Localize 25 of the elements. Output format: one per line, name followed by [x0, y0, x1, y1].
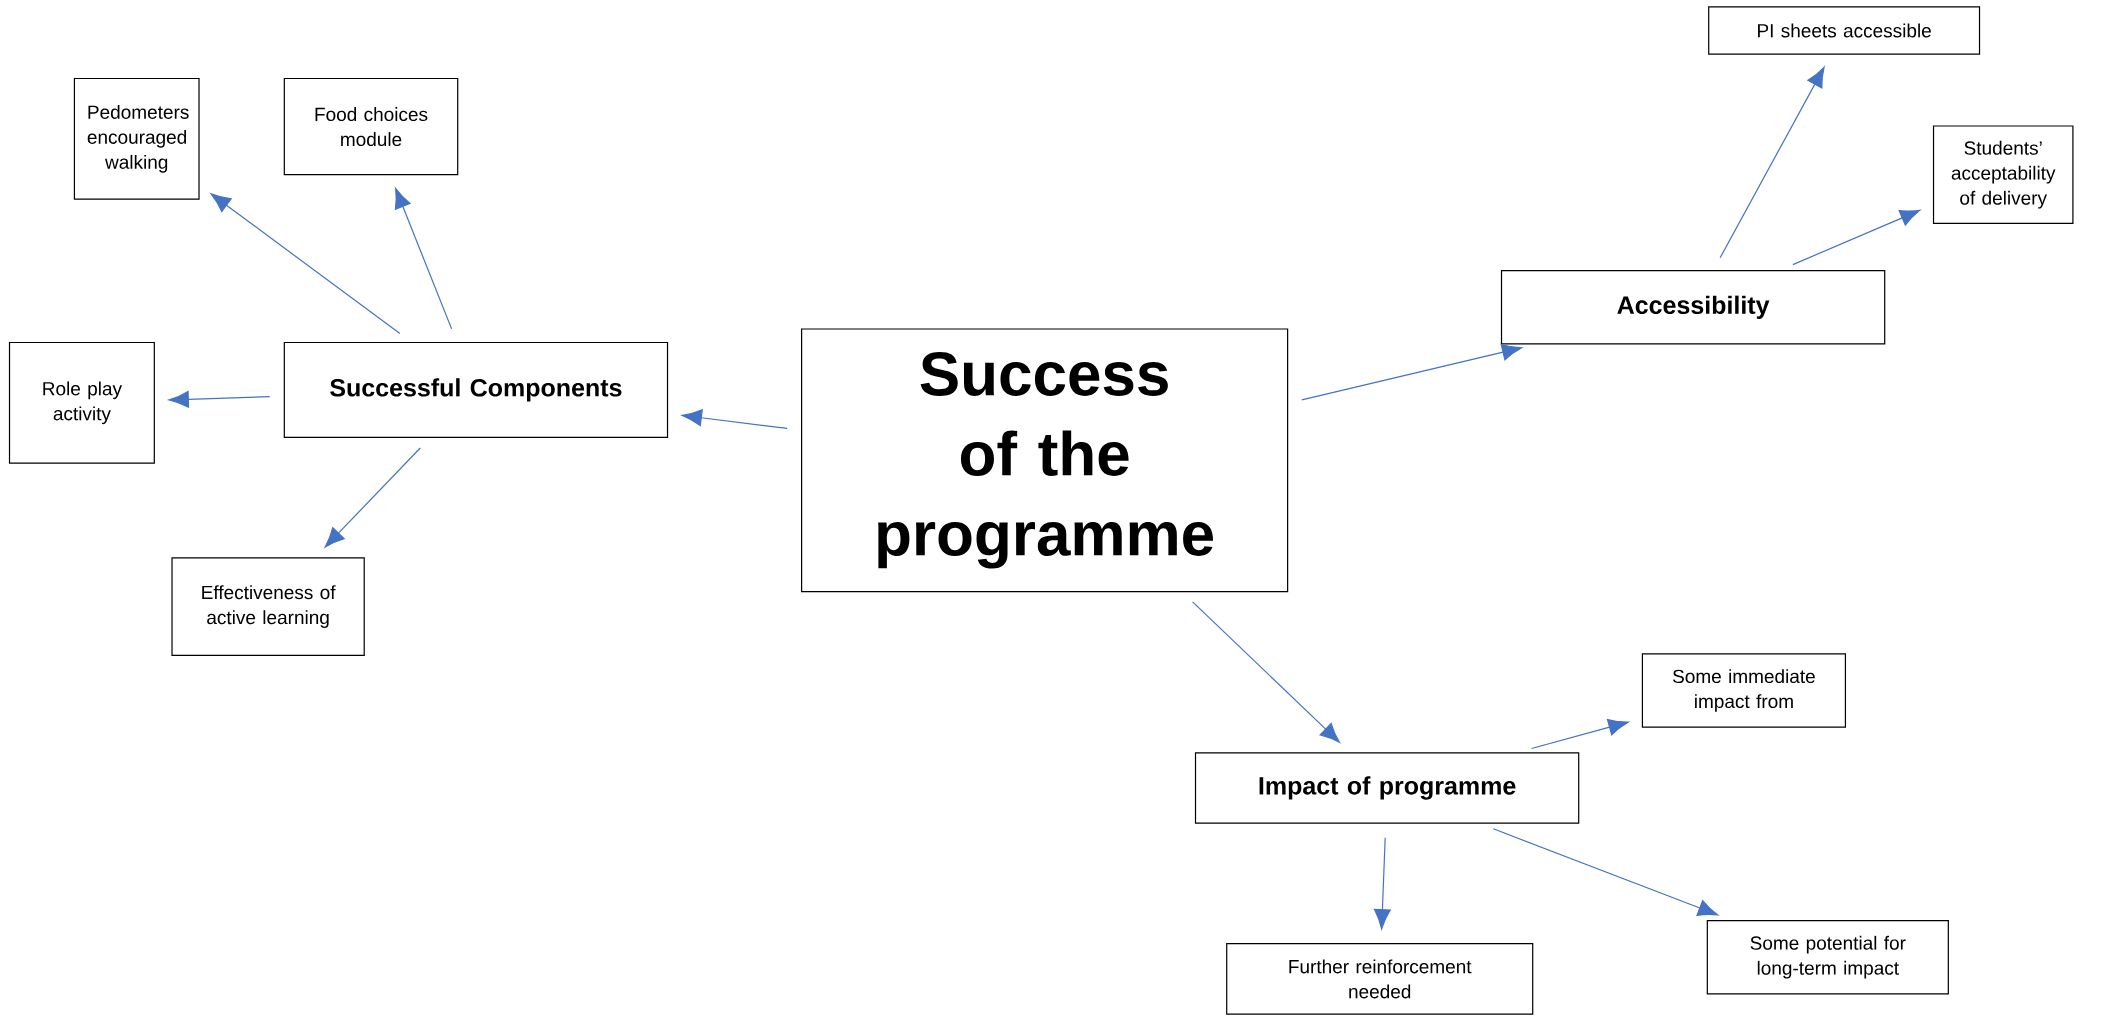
arrow: [210, 193, 401, 335]
subtheme-box: Students’ acceptability of delivery: [1932, 125, 2074, 224]
subtheme-box: PI sheets accessible: [1708, 6, 1981, 55]
arrow: [1192, 601, 1341, 743]
subtheme-box: Some immediate impact from: [1641, 653, 1846, 728]
subtheme-box: Some potential for long-term impact: [1706, 920, 1949, 995]
arrow: [168, 390, 271, 408]
arrow: [1492, 828, 1719, 916]
arrow: [1792, 209, 1921, 266]
theme-box: Accessibility: [1500, 270, 1886, 345]
subtheme-box: Further reinforcement needed: [1226, 943, 1534, 1015]
arrow: [1301, 343, 1523, 401]
subtheme-box: Role play activity: [8, 341, 155, 464]
arrow: [681, 409, 788, 429]
theme-box: Impact of programme: [1194, 752, 1580, 824]
subtheme-box: Food choices module: [283, 77, 459, 176]
theme-box: Successful Components: [283, 341, 669, 438]
arrow: [324, 447, 421, 548]
subtheme-box: Pedometers encouraged walking: [73, 77, 200, 200]
arrow: [394, 187, 453, 330]
arrow: [1719, 66, 1825, 259]
arrow: [1373, 837, 1391, 930]
arrow: [1530, 718, 1629, 750]
subtheme-box: Effectiveness of active learning: [171, 557, 365, 656]
central-topic-box: Success of the programme: [801, 328, 1289, 593]
